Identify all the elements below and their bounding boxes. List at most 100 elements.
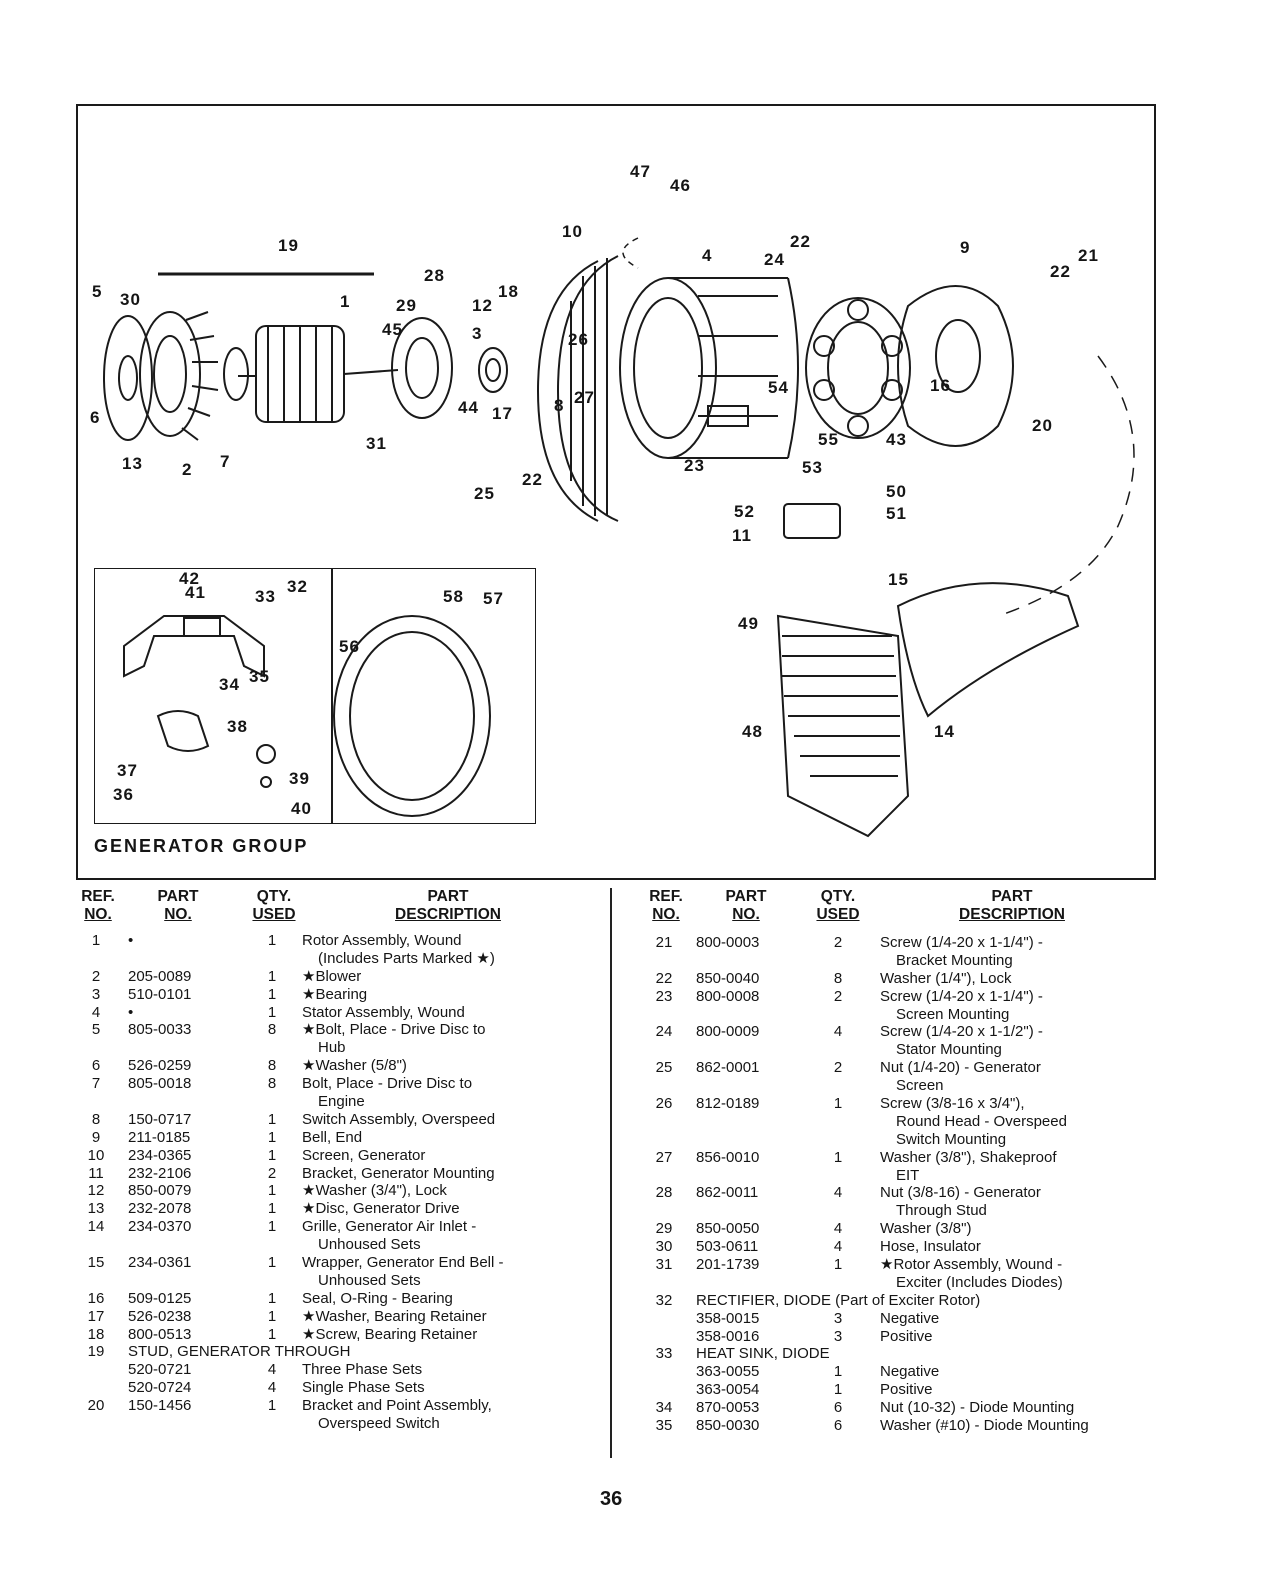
ref-no: 14 — [87, 1218, 105, 1236]
part-description: Screw (1/4-20 x 1-1/4") - — [880, 934, 1043, 951]
ref-no: 13 — [87, 1200, 105, 1218]
callout-19: 19 — [278, 236, 299, 255]
header-qty-left: QTY.USED — [252, 888, 296, 923]
part-description: Seal, O-Ring - Bearing — [302, 1289, 453, 1307]
part-description: Bell, End — [302, 1128, 363, 1146]
part-no: 510-0101 — [128, 985, 192, 1003]
part-description: Unhoused Sets — [318, 1271, 421, 1289]
part-description: Unhoused Sets — [318, 1236, 421, 1254]
qty-used: 3 — [833, 1309, 843, 1327]
callout-1: 1 — [340, 292, 351, 311]
callout-46: 46 — [670, 176, 691, 195]
callout-58: 58 — [443, 587, 464, 606]
callout-37: 37 — [117, 761, 138, 780]
part-description: ★Disc, Generator Drive — [302, 1200, 460, 1218]
ref-no: 8 — [91, 1110, 101, 1128]
callout-55: 55 — [818, 430, 839, 449]
part-description: Screw (1/4-20 x 1-1/4") - — [880, 987, 1043, 1005]
table-row: Through Stud — [644, 1202, 1204, 1220]
qty-used: 1 — [267, 1397, 277, 1415]
qty-used: 1 — [267, 1289, 277, 1307]
callout-33: 33 — [255, 587, 276, 606]
callout-40: 40 — [291, 799, 312, 818]
qty-used: 1 — [267, 967, 277, 985]
qty-used: 1 — [833, 1256, 843, 1274]
ref-no: 7 — [91, 1075, 101, 1093]
part-no: 800-0008 — [696, 987, 760, 1005]
gasket-ring — [333, 615, 491, 817]
part-no: 526-0259 — [128, 1057, 192, 1075]
part-no: 232-2106 — [128, 1164, 192, 1182]
callout-22b: 22 — [1050, 262, 1071, 281]
callout-17: 17 — [492, 404, 513, 423]
ref-no: 21 — [655, 934, 673, 951]
part-no: 234-0365 — [128, 1146, 192, 1164]
part-description: Single Phase Sets — [302, 1379, 425, 1397]
part-no: 363-0055 — [696, 1363, 760, 1381]
part-description: Washer (3/8"), Shakeproof — [880, 1148, 1057, 1166]
callout-31: 31 — [366, 434, 387, 453]
callout-51: 51 — [886, 504, 907, 523]
callout-50: 50 — [886, 482, 907, 501]
part-description: Bracket, Generator Mounting — [302, 1164, 495, 1182]
qty-used: 2 — [833, 1059, 843, 1077]
callout-11: 11 — [732, 526, 752, 545]
callout-8: 8 — [554, 396, 565, 415]
ref-no: 32 — [655, 1291, 673, 1309]
part-no: 234-0370 — [128, 1218, 192, 1236]
callout-15: 15 — [888, 570, 909, 589]
part-description: Screw (1/4-20 x 1-1/2") - — [880, 1023, 1043, 1041]
table-row: Overspeed Switch — [76, 1415, 606, 1433]
part-description: ★Rotor Assembly, Wound - — [880, 1256, 1063, 1274]
ref-no: 26 — [655, 1095, 673, 1113]
part-description: Screen Mounting — [896, 1005, 1010, 1023]
part-description: Hose, Insulator — [880, 1238, 981, 1256]
callout-13: 13 — [122, 454, 143, 473]
part-description: ★Screw, Bearing Retainer — [302, 1325, 478, 1343]
inset-gasket: 58 57 56 — [332, 568, 536, 824]
part-no: 520-0721 — [128, 1361, 192, 1379]
ref-no: 1 — [91, 932, 101, 949]
part-no: 234-0361 — [128, 1254, 192, 1272]
callout-53: 53 — [802, 458, 823, 477]
end-bell-wrapper — [896, 582, 1080, 718]
ref-no: 9 — [91, 1128, 101, 1146]
bearing — [478, 347, 508, 393]
part-description: Stator Assembly, Wound — [302, 1003, 465, 1021]
header-qty-right: QTY.USED — [816, 888, 860, 923]
callout-41: 41 — [185, 583, 206, 602]
part-no: 520-0724 — [128, 1379, 192, 1397]
callout-48: 48 — [742, 722, 763, 741]
callout-49: 49 — [738, 614, 759, 633]
ref-no: 27 — [655, 1148, 673, 1166]
ref-no: 25 — [655, 1059, 673, 1077]
part-no: 150-1456 — [128, 1397, 192, 1415]
ref-no: 15 — [87, 1254, 105, 1272]
qty-used: 1 — [267, 1307, 277, 1325]
part-description: Nut (10-32) - Diode Mounting — [880, 1399, 1075, 1417]
qty-used: 3 — [833, 1327, 843, 1345]
part-description: Positive — [880, 1381, 933, 1399]
ref-no: 19 — [87, 1343, 105, 1361]
part-no: 800-0003 — [696, 934, 760, 951]
part-description: Nut (1/4-20) - Generator — [880, 1059, 1041, 1077]
